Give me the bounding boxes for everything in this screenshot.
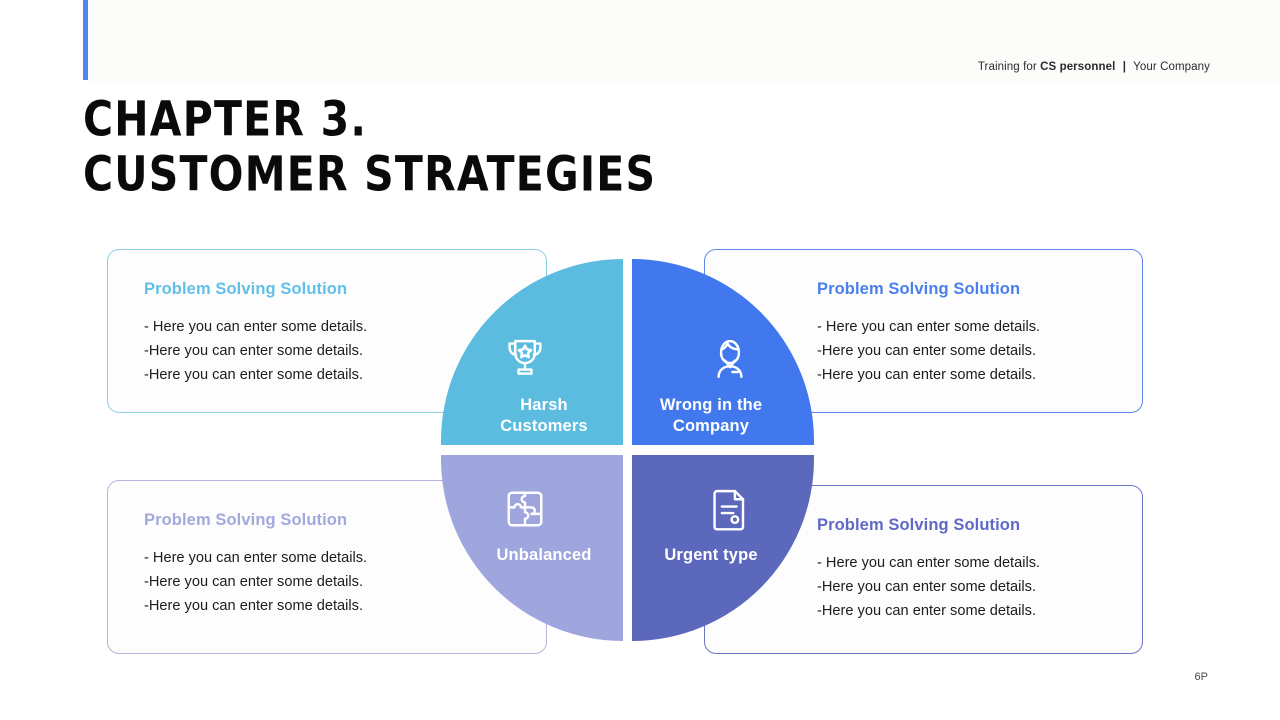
card-detail-list: - Here you can enter some details. -Here… — [144, 315, 367, 387]
trophy-icon — [508, 339, 542, 375]
quadrant-label: Wrong in the Company — [659, 396, 763, 435]
quadrant-content: Unbalanced — [441, 483, 623, 566]
header-meta: Training for CS personnel | Your Company — [978, 61, 1210, 73]
document-icon — [713, 489, 745, 531]
list-item: -Here you can enter some details. — [817, 367, 1037, 383]
list-item: -Here you can enter some details. — [144, 574, 364, 590]
header-highlight: CS personnel — [1040, 61, 1116, 73]
card-top-left[interactable]: Problem Solving Solution - Here you can … — [107, 249, 547, 413]
card-content: Problem Solving Solution - Here you can … — [144, 280, 367, 387]
wheel-quadrant-wrong-in-the-company[interactable]: Wrong in the Company — [632, 259, 814, 445]
quadrant-content: Harsh Customers — [441, 333, 623, 437]
page-title: Chapter 3. Customer Strategies — [83, 90, 656, 201]
wheel-quadrant-unbalanced[interactable]: Unbalanced — [441, 455, 623, 641]
card-title: Problem Solving Solution — [144, 280, 348, 298]
person-icon — [717, 339, 743, 379]
list-item: -Here you can enter some details. — [817, 343, 1037, 359]
list-item: -Here you can enter some details. — [144, 343, 364, 359]
quadrant-wheel: Harsh Customers Wrong in the Company Unb… — [441, 259, 814, 641]
card-content: Problem Solving Solution - Here you can … — [144, 511, 367, 618]
card-title: Problem Solving Solution — [817, 280, 1021, 298]
header-separator: | — [1122, 61, 1127, 73]
list-item: - Here you can enter some details. — [144, 319, 368, 335]
list-item: - Here you can enter some details. — [817, 555, 1041, 571]
wheel-quadrant-urgent-type[interactable]: Urgent type — [632, 455, 814, 641]
list-item: -Here you can enter some details. — [144, 367, 364, 383]
card-bottom-right[interactable]: Problem Solving Solution - Here you can … — [704, 485, 1143, 654]
header-company: Your Company — [1133, 61, 1210, 73]
card-detail-list: - Here you can enter some details. -Here… — [817, 315, 1040, 387]
accent-bar — [83, 0, 88, 80]
card-title: Problem Solving Solution — [144, 511, 348, 529]
wheel-quadrant-harsh-customers[interactable]: Harsh Customers — [441, 259, 623, 445]
header-prefix: Training for — [977, 61, 1037, 73]
card-content: Problem Solving Solution - Here you can … — [817, 516, 1040, 623]
puzzle-icon — [507, 491, 543, 527]
page-title-line-1: Chapter 3. — [83, 90, 368, 148]
quadrant-label: Harsh Customers — [500, 396, 588, 435]
list-item: -Here you can enter some details. — [817, 603, 1037, 619]
header-band — [84, 0, 1280, 82]
list-item: - Here you can enter some details. — [817, 319, 1041, 335]
quadrant-content: Urgent type — [632, 483, 814, 566]
quadrant-label: Unbalanced — [496, 546, 592, 564]
card-title: Problem Solving Solution — [817, 516, 1021, 534]
quadrant-label: Urgent type — [664, 546, 758, 564]
page-title-line-2: Customer Strategies — [83, 145, 657, 203]
card-content: Problem Solving Solution - Here you can … — [817, 280, 1040, 387]
card-detail-list: - Here you can enter some details. -Here… — [144, 546, 367, 618]
list-item: -Here you can enter some details. — [817, 579, 1037, 595]
page-number: 6P — [1194, 671, 1208, 683]
card-detail-list: - Here you can enter some details. -Here… — [817, 551, 1040, 623]
list-item: -Here you can enter some details. — [144, 598, 364, 614]
quadrant-content: Wrong in the Company — [632, 333, 814, 437]
list-item: - Here you can enter some details. — [144, 550, 368, 566]
